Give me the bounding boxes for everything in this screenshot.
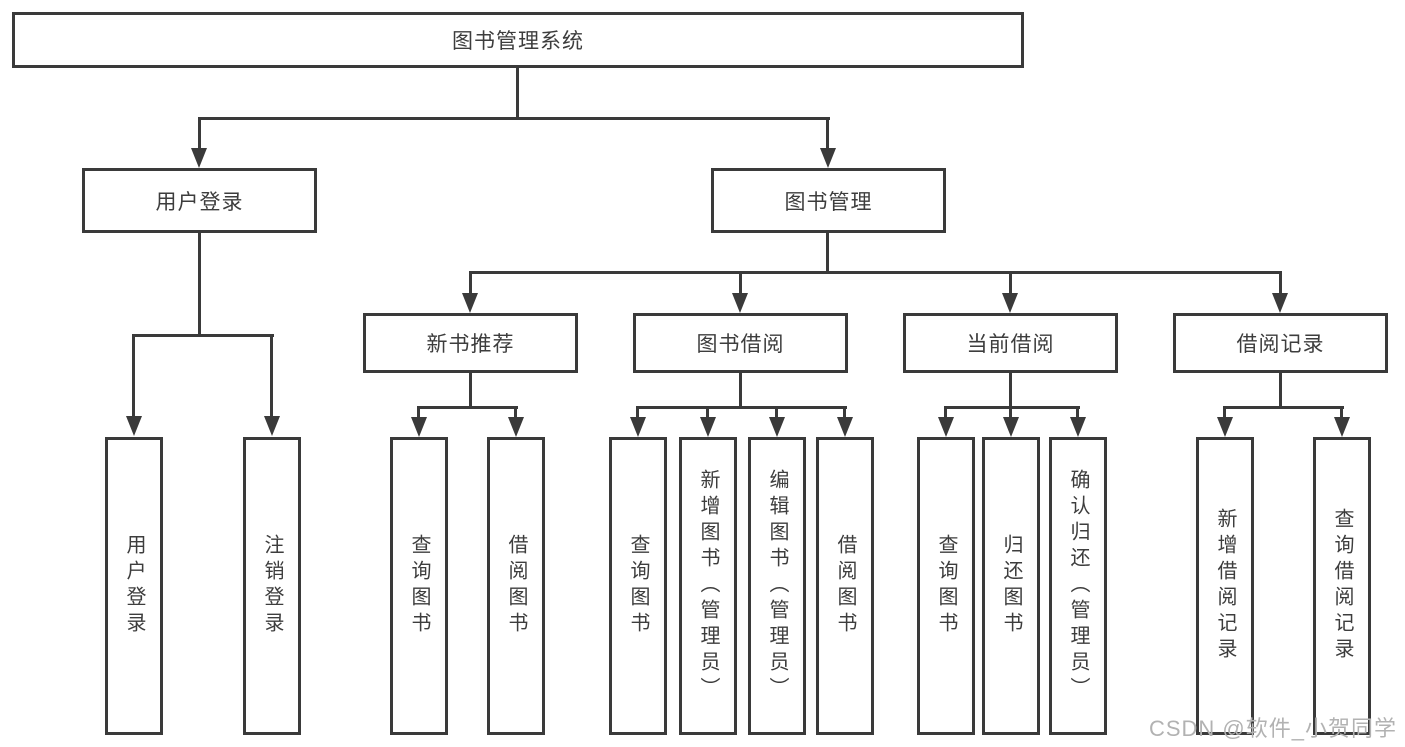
connector-line bbox=[636, 406, 847, 409]
node-root: 图书管理系统 bbox=[12, 12, 1024, 68]
connector-line bbox=[1279, 371, 1282, 409]
connector-line bbox=[1076, 406, 1079, 419]
arrow-down-icon bbox=[1334, 417, 1350, 437]
arrow-down-icon bbox=[1217, 417, 1233, 437]
leaf-records-query-record: 查询借阅记录 bbox=[1313, 437, 1371, 735]
arrow-down-icon bbox=[820, 148, 836, 168]
node-current-borrow: 当前借阅 bbox=[903, 313, 1118, 373]
connector-line bbox=[739, 271, 742, 295]
connector-line bbox=[198, 117, 830, 120]
connector-line bbox=[1009, 371, 1012, 409]
arrow-down-icon bbox=[264, 416, 280, 436]
connector-line bbox=[739, 371, 742, 409]
connector-line bbox=[469, 371, 472, 409]
connector-line bbox=[843, 406, 846, 419]
connector-line bbox=[775, 406, 778, 419]
arrow-down-icon bbox=[126, 416, 142, 436]
connector-line bbox=[1009, 406, 1012, 419]
arrow-down-icon bbox=[1002, 293, 1018, 313]
leaf-borrow-edit-books-admin: 编辑图书（管理员） bbox=[748, 437, 806, 735]
connector-line bbox=[1009, 271, 1012, 295]
arrow-down-icon bbox=[191, 148, 207, 168]
connector-line bbox=[514, 406, 517, 419]
node-borrow-records: 借阅记录 bbox=[1173, 313, 1388, 373]
connector-line bbox=[417, 406, 420, 419]
leaf-borrow-query-books: 查询图书 bbox=[609, 437, 667, 735]
leaf-user-login: 用户登录 bbox=[105, 437, 163, 735]
leaf-newbook-query-books: 查询图书 bbox=[390, 437, 448, 735]
connector-line bbox=[417, 406, 518, 409]
leaf-logout-login: 注销登录 bbox=[243, 437, 301, 735]
connector-line bbox=[198, 117, 201, 150]
node-book-management: 图书管理 bbox=[711, 168, 946, 233]
connector-line bbox=[826, 117, 829, 150]
connector-line bbox=[944, 406, 1080, 409]
connector-line bbox=[1279, 271, 1282, 295]
arrow-down-icon bbox=[700, 417, 716, 437]
connector-line bbox=[132, 334, 135, 418]
leaf-borrow-borrow-books: 借阅图书 bbox=[816, 437, 874, 735]
arrow-down-icon bbox=[411, 417, 427, 437]
connector-line bbox=[132, 334, 274, 337]
connector-line bbox=[706, 406, 709, 419]
leaf-borrow-add-books-admin: 新增图书（管理员） bbox=[679, 437, 737, 735]
node-new-book-recommend: 新书推荐 bbox=[363, 313, 578, 373]
leaf-current-confirm-return-admin: 确认归还（管理员） bbox=[1049, 437, 1107, 735]
leaf-records-add-record: 新增借阅记录 bbox=[1196, 437, 1254, 735]
connector-line bbox=[198, 231, 201, 337]
connector-line bbox=[826, 231, 829, 274]
connector-line bbox=[636, 406, 639, 419]
arrow-down-icon bbox=[1070, 417, 1086, 437]
arrow-down-icon bbox=[837, 417, 853, 437]
connector-line bbox=[944, 406, 947, 419]
arrow-down-icon bbox=[508, 417, 524, 437]
connector-line bbox=[1223, 406, 1226, 419]
connector-line bbox=[469, 271, 472, 295]
connector-line bbox=[1223, 406, 1344, 409]
arrow-down-icon bbox=[630, 417, 646, 437]
connector-line bbox=[516, 68, 519, 119]
arrow-down-icon bbox=[732, 293, 748, 313]
watermark: CSDN @软件_小贺同学 bbox=[1148, 716, 1397, 741]
node-book-borrow: 图书借阅 bbox=[633, 313, 848, 373]
arrow-down-icon bbox=[938, 417, 954, 437]
connector-line bbox=[1340, 406, 1343, 419]
arrow-down-icon bbox=[1272, 293, 1288, 313]
connector-line bbox=[469, 271, 1282, 274]
leaf-current-return-books: 归还图书 bbox=[982, 437, 1040, 735]
arrow-down-icon bbox=[462, 293, 478, 313]
leaf-newbook-borrow-books: 借阅图书 bbox=[487, 437, 545, 735]
node-user-login: 用户登录 bbox=[82, 168, 317, 233]
arrow-down-icon bbox=[769, 417, 785, 437]
connector-line bbox=[270, 334, 273, 418]
leaf-current-query-books: 查询图书 bbox=[917, 437, 975, 735]
arrow-down-icon bbox=[1003, 417, 1019, 437]
